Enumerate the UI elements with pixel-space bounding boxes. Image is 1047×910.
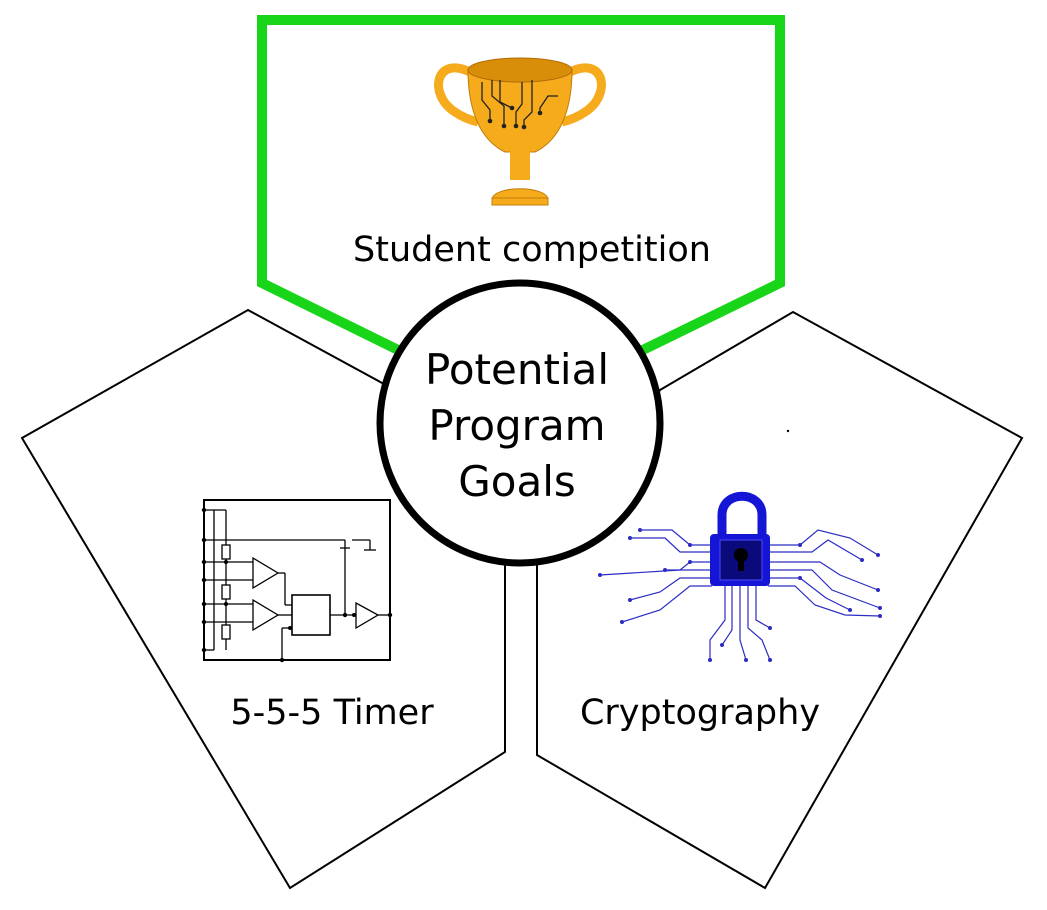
timer-circuit-nodes <box>201 507 393 663</box>
center-title-line-3: Goals <box>458 457 576 506</box>
petal-top-highlighted <box>257 15 785 416</box>
trophy-icon <box>434 57 606 206</box>
petal-right-label: Cryptography <box>579 693 821 733</box>
petal-left-label: 5-5-5 Timer <box>230 693 434 733</box>
center-title-line-2: Program <box>428 401 606 450</box>
center-title-line-1: Potential <box>425 345 609 394</box>
center-circle <box>376 279 664 567</box>
circuit-padlock-icon <box>598 429 882 662</box>
petal-top-label: Student competition <box>353 230 711 270</box>
